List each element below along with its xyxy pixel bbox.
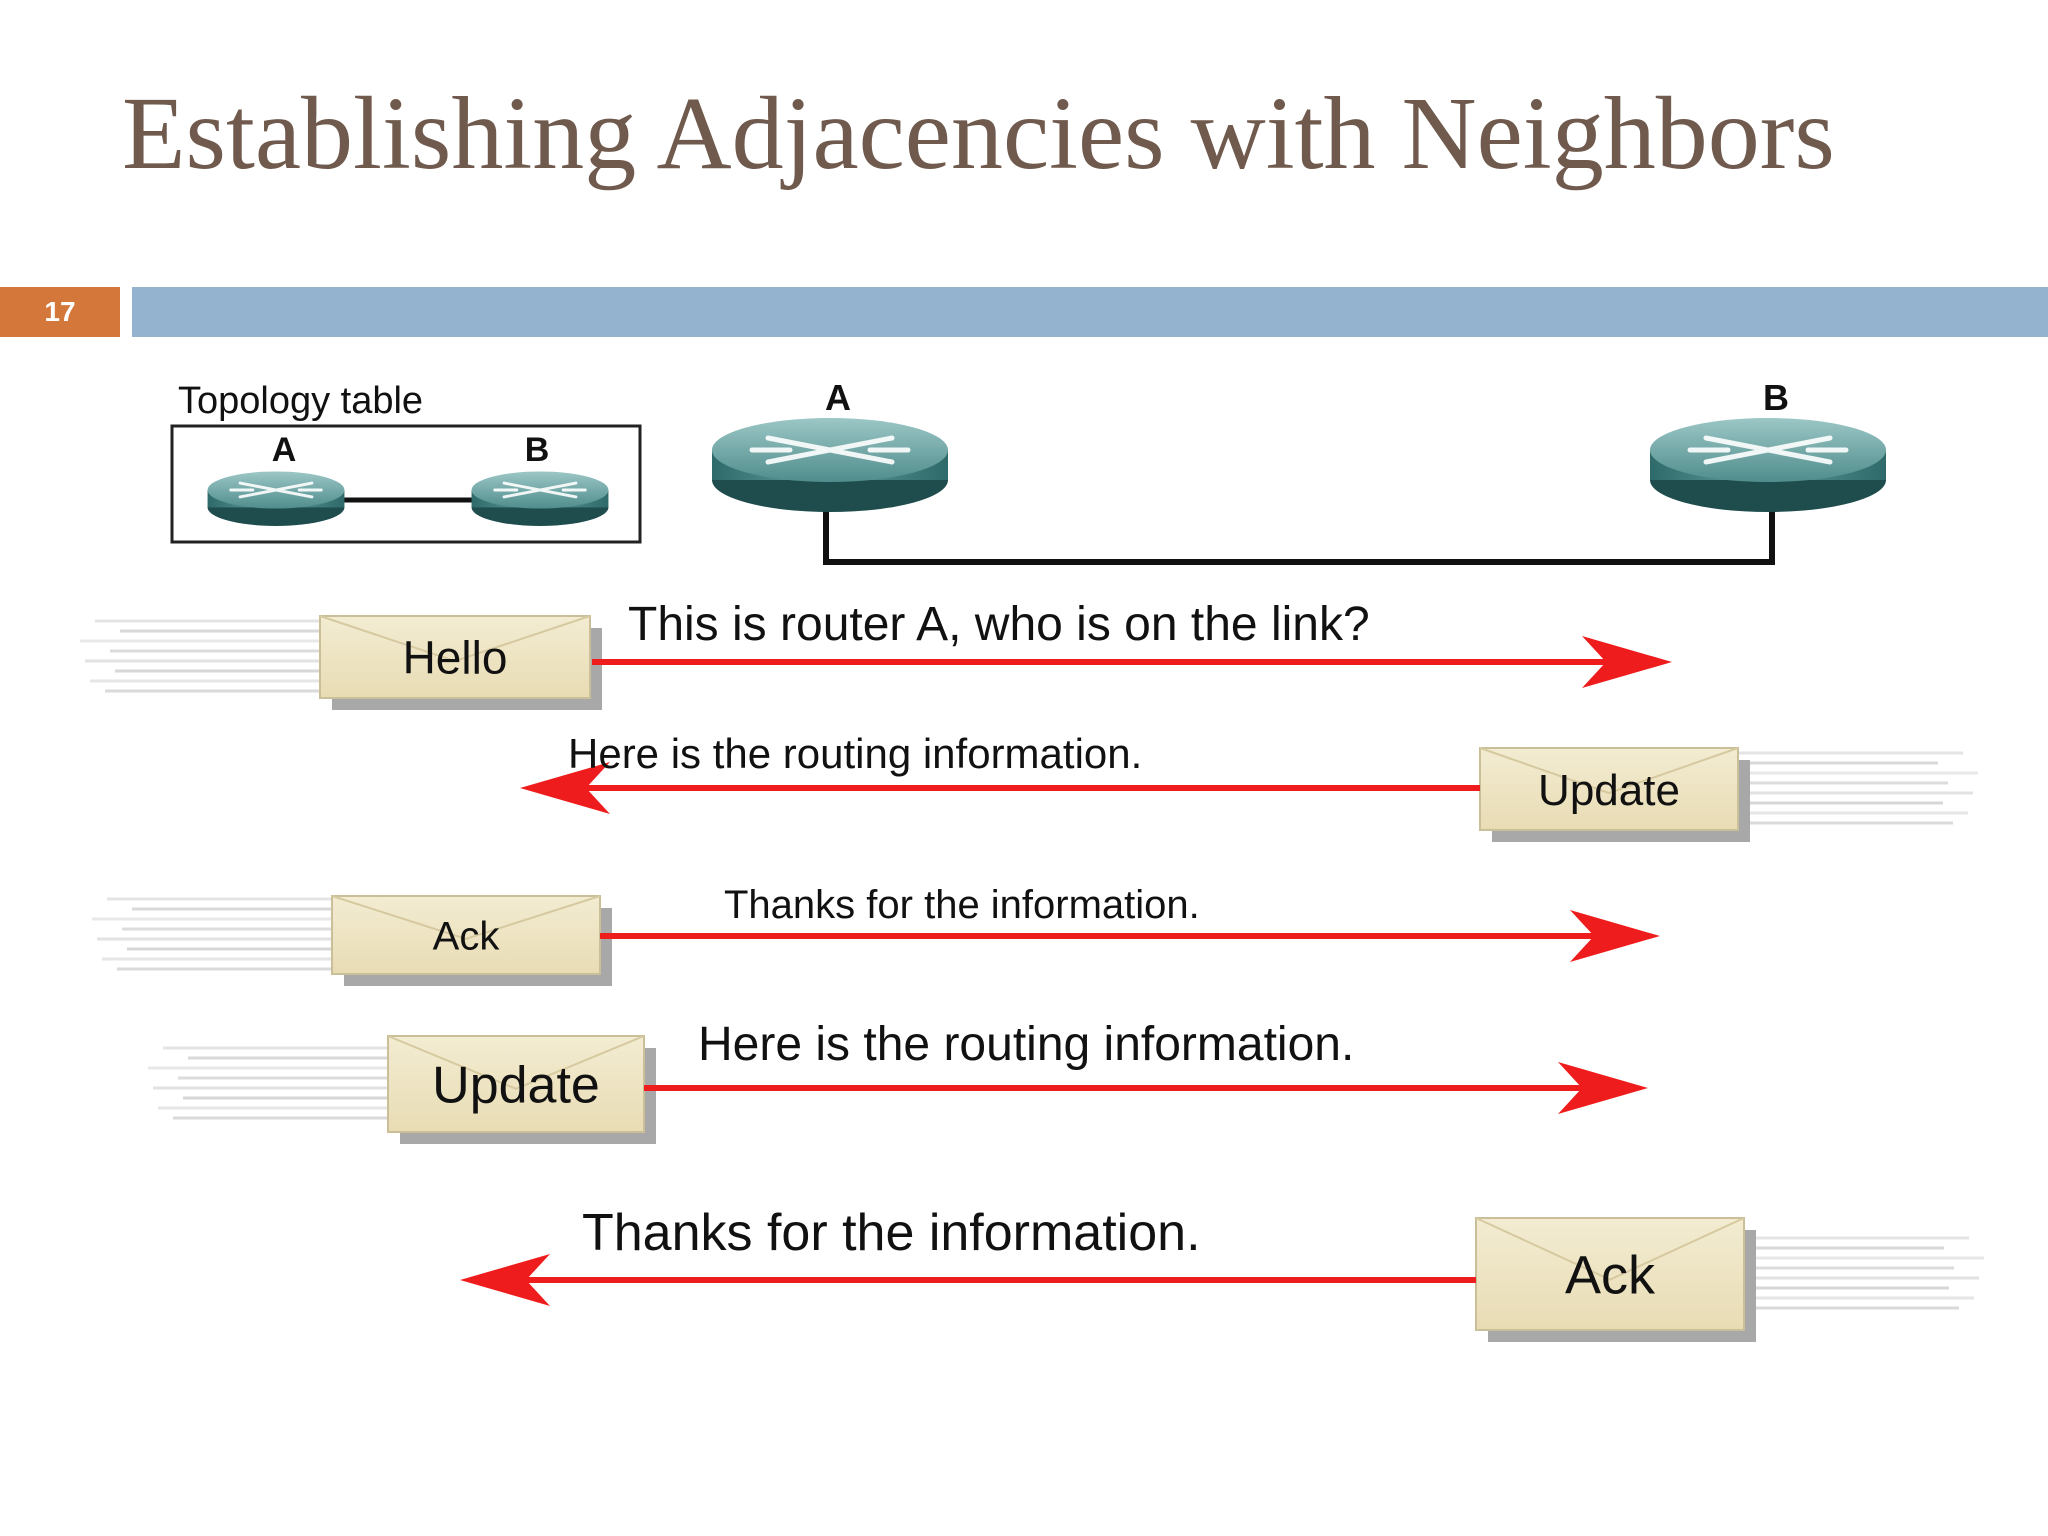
motion-trail: [90, 897, 334, 971]
packet-type-label: Update: [432, 1057, 600, 1115]
motion-trail: [1736, 751, 1980, 825]
envelope-flap: [319, 615, 591, 663]
topology-router-a-label: A: [272, 431, 297, 469]
message-text: Here is the routing information.: [698, 1018, 1354, 1071]
message-text: Thanks for the information.: [582, 1204, 1201, 1262]
packet-type-label: Hello: [403, 632, 508, 684]
packet-envelope-icon: [387, 1035, 645, 1133]
topology-router-a-icon: [206, 469, 346, 528]
message-exchange: Hello This is router A, who is on the lin…: [78, 598, 1672, 710]
topology-router-b-label: B: [525, 431, 550, 469]
envelope-flap: [1479, 747, 1739, 795]
message-text: Thanks for the information.: [724, 883, 1200, 927]
packet-type-label: Ack: [433, 914, 501, 958]
title-divider-bar: [132, 287, 2048, 337]
topology-table-caption: Topology table: [178, 380, 423, 422]
arrow-head: [460, 1254, 550, 1306]
message-text: Here is the routing information.: [568, 730, 1142, 777]
packet-envelope-icon: [319, 615, 591, 699]
packet-type-label: Update: [1538, 766, 1680, 815]
message-exchange: Ack Thanks for the information.: [90, 883, 1660, 986]
router-a-icon: [712, 418, 948, 512]
slide-title: Establishing Adjacencies with Neighbors: [122, 76, 1835, 191]
slide-number-badge: 17: [0, 287, 120, 337]
arrow-head: [1558, 1062, 1648, 1114]
topology-router-b-icon: [470, 469, 610, 528]
network-link: [823, 490, 1775, 565]
arrow-head: [520, 762, 610, 814]
packet-envelope-icon: [331, 895, 601, 975]
router-b-label: B: [1763, 377, 1789, 418]
message-exchange: Update Here is the routing information.: [520, 730, 1980, 842]
router-b-icon: [1650, 418, 1886, 512]
motion-trail: [78, 619, 322, 693]
arrow-head: [1570, 910, 1660, 962]
envelope-flap: [1475, 1217, 1745, 1281]
packet-type-label: Ack: [1565, 1245, 1656, 1305]
packet-envelope-icon: [1475, 1217, 1745, 1331]
envelope-flap: [387, 1035, 645, 1090]
envelope-flap: [331, 895, 601, 940]
message-exchange: Update Here is the routing information.: [146, 1018, 1648, 1144]
motion-trail: [146, 1046, 390, 1120]
router-a-label: A: [825, 377, 851, 418]
packet-envelope-icon: [1479, 747, 1739, 831]
message-exchanges: Hello This is router A, who is on the lin…: [78, 598, 1986, 1342]
message-text: This is router A, who is on the link?: [628, 598, 1370, 651]
arrow-head: [1582, 636, 1672, 688]
motion-trail: [1742, 1236, 1986, 1310]
message-exchange: Ack Thanks for the information.: [460, 1204, 1986, 1342]
